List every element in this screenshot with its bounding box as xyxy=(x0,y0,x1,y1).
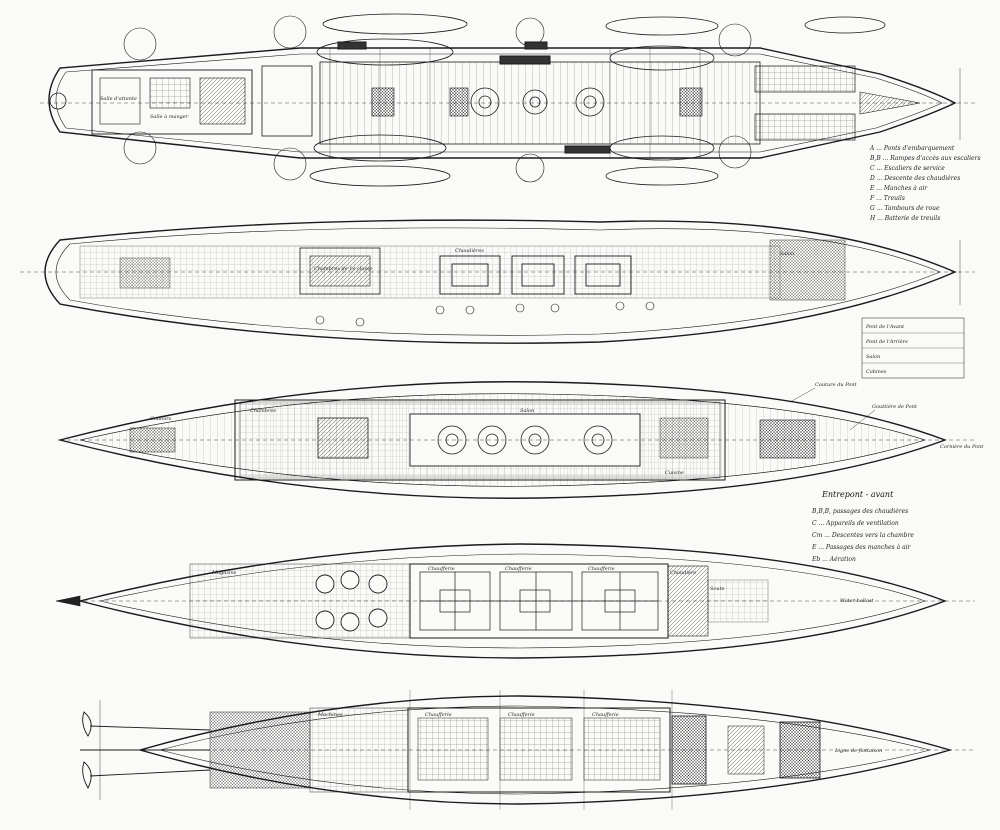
promenade-deck-plan xyxy=(40,13,975,187)
scale-line: Cabines xyxy=(866,369,887,375)
promenade-room-labels: Salle d'attente Salle à manger xyxy=(100,96,189,120)
legend-heading: Entrepont - avant xyxy=(821,490,894,499)
upper-deck-hull-outline xyxy=(44,219,957,344)
side-note: Water ballast xyxy=(840,598,875,604)
scale-table-text: Pont de l'Avant Pont de l'Arrière Salon … xyxy=(865,324,908,375)
room-label: Salon xyxy=(520,408,534,414)
side-note: Ligne de flottaison xyxy=(834,748,882,754)
upper-deck-room-labels: Chambres de 1e classe Chaudières Salon xyxy=(314,247,794,272)
promenade-hull-outline xyxy=(48,47,957,159)
room-label: Chambres de 1e classe xyxy=(314,266,372,272)
room-label: Couloirs xyxy=(150,416,172,422)
scale-line: Pont de l'Avant xyxy=(865,324,905,330)
room-label: Soute xyxy=(710,586,725,592)
scale-line: Pont de l'Arrière xyxy=(865,338,908,345)
room-label: Salle d'attente xyxy=(100,96,137,102)
scale-table xyxy=(861,317,965,379)
lower-deck-plan xyxy=(55,543,975,659)
main-deck-side-notes: Couture du Pont Gouttière de Pont Corniè… xyxy=(815,382,984,450)
hold-room-labels: Chaufferie Chaufferie Chaufferie Machine… xyxy=(317,712,882,754)
side-note: Couture du Pont xyxy=(815,382,858,388)
room-label: Chaudières xyxy=(455,247,484,254)
legend-line: E ... Manches à air xyxy=(869,185,928,192)
legend-line: F ... Treuils xyxy=(869,195,905,202)
room-label: Chaufferie xyxy=(588,566,615,572)
side-note: Gouttière de Pont xyxy=(872,403,918,410)
room-label: Chaufferie xyxy=(425,712,452,718)
scale-line: Salon xyxy=(866,354,880,360)
legend-line: C ... Escaliers de service xyxy=(870,165,945,172)
legend-block-upper: A ... Ponts d'embarquement B,B ... Rampe… xyxy=(869,145,981,222)
side-note: Cornière du Pont xyxy=(940,443,984,450)
room-label: Salon xyxy=(780,251,794,257)
room-label: Chaufferie xyxy=(505,566,532,572)
legend-line: H ... Batterie de treuils xyxy=(869,215,940,222)
room-label: Chambres xyxy=(250,408,276,414)
main-deck-room-labels: Chambres Salon Couloirs Cuisine xyxy=(150,408,684,476)
legend-block-lower: Entrepont - avant B,B,B, passages des ch… xyxy=(811,490,914,563)
hold-deck-plan xyxy=(80,690,975,810)
legend-line: B,B,B, passages des chaudières xyxy=(811,508,908,515)
room-label: Chaufferie xyxy=(428,566,455,572)
legend-line: A ... Ponts d'embarquement xyxy=(869,145,955,152)
legend-line: Cm ... Descentes vers la chambre xyxy=(812,532,914,539)
legend-line: E ... Passages des manches à air xyxy=(811,544,912,551)
room-label: Chaufferie xyxy=(592,712,619,718)
legend-line: G ... Tambours de roue xyxy=(870,205,940,212)
legend-line: Eb ... Aération xyxy=(811,556,856,563)
room-label: Salle à manger xyxy=(150,113,189,120)
room-label: Cuisine xyxy=(665,470,684,476)
legend-line: D ... Descente des chaudières xyxy=(869,175,960,182)
upper-deck-plan xyxy=(20,219,975,344)
room-label: Machines xyxy=(317,712,343,718)
room-label: Chaufferie xyxy=(508,712,535,718)
legend-line: B,B ... Rampes d'accès aux escaliers xyxy=(869,155,981,162)
main-deck-plan xyxy=(59,381,975,499)
lower-deck-room-labels: Chaufferie Chaufferie Chaufferie Chaudiè… xyxy=(211,566,875,604)
room-label: Chaudière xyxy=(670,569,696,576)
legend-line: C ... Appareils de ventilation xyxy=(812,520,899,527)
room-label: Magasins xyxy=(211,570,237,576)
